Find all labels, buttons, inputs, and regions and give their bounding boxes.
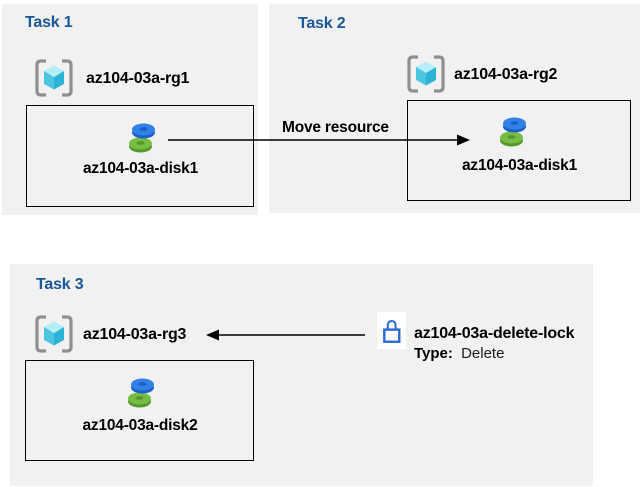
- lock-badge: [377, 312, 406, 349]
- resource-group-label: az104-03a-rg3: [83, 326, 187, 343]
- disk-icon: [128, 378, 154, 408]
- task3-panel: Task 3 az104-03a-rg3 az104-03a-disk2: [10, 264, 593, 486]
- task2-panel: Task 2 az104-03a-rg2 az104-03a-disk1: [269, 4, 640, 213]
- resource-box: [25, 360, 254, 461]
- lock-type-value: Delete: [461, 345, 505, 362]
- lock-type-label: Type:: [414, 345, 453, 362]
- delete-lock-name: az104-03a-delete-lock: [414, 325, 575, 342]
- task2-title: Task 2: [298, 15, 346, 32]
- resource-group-icon: [35, 59, 73, 97]
- resource-group-icon: [35, 315, 73, 353]
- resource-box: [407, 100, 631, 201]
- task1-title: Task 1: [25, 14, 73, 31]
- disk-icon: [129, 123, 155, 153]
- disk-icon: [500, 117, 526, 147]
- resource-group-label: az104-03a-rg2: [454, 66, 558, 83]
- task1-panel: Task 1 az104-03a-rg1 az104-03a-disk1: [2, 4, 258, 215]
- resource-box: [26, 105, 254, 207]
- resource-group-label: az104-03a-rg1: [86, 70, 190, 87]
- resource-group-icon: [407, 55, 445, 93]
- disk-label: az104-03a-disk1: [461, 157, 578, 174]
- delete-lock-type: Type: Delete: [414, 345, 504, 362]
- task3-title: Task 3: [36, 276, 84, 293]
- disk-label: az104-03a-disk1: [82, 160, 199, 177]
- lock-icon: [383, 319, 401, 343]
- move-resource-label: Move resource: [282, 119, 389, 136]
- disk-label: az104-03a-disk2: [82, 417, 198, 434]
